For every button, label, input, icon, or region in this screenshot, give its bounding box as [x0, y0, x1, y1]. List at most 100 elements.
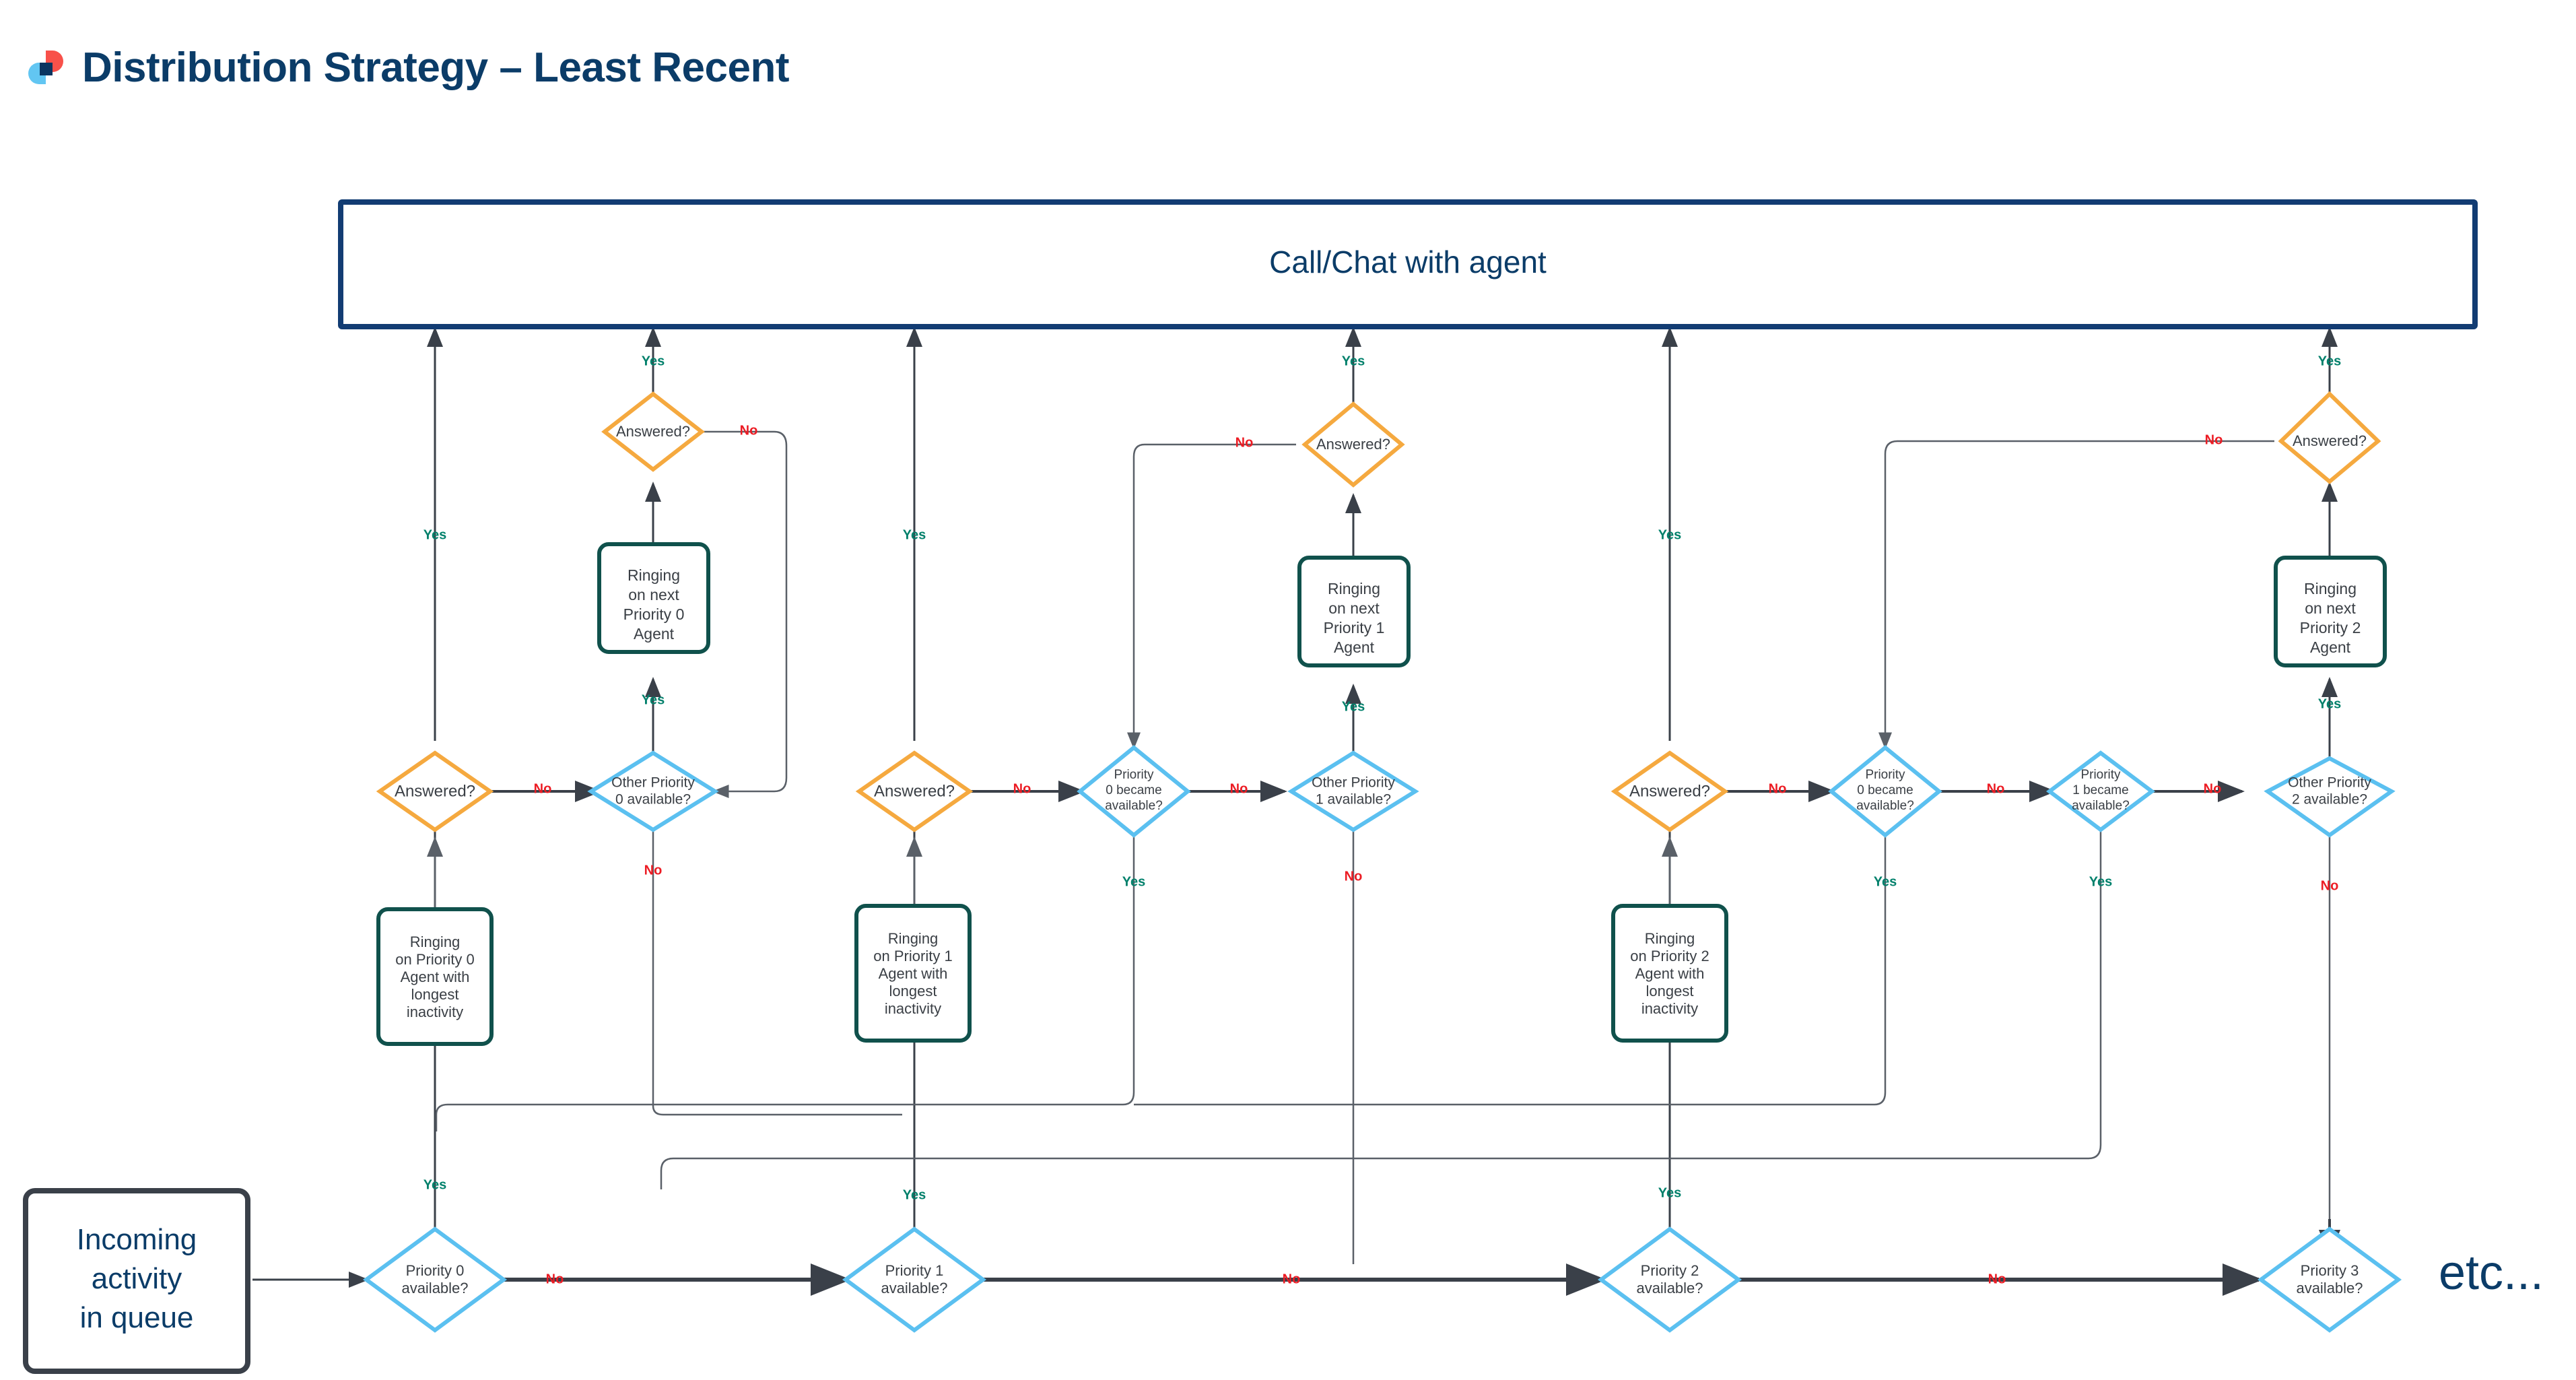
- edge-label-yes: Yes: [642, 692, 665, 707]
- edge-label-yes: Yes: [2089, 874, 2112, 889]
- node-priority-1-became-available[interactable]: Priority 1 became available?: [2046, 750, 2155, 832]
- edge-label-yes: Yes: [1874, 874, 1897, 889]
- node-label-line-4: longest: [411, 986, 459, 1003]
- node-label-line-3: available?: [1856, 799, 1914, 813]
- node-label: Answered?: [874, 782, 955, 800]
- node-label-line-1: Priority 3: [2301, 1262, 2359, 1279]
- connector-layer: [252, 327, 2340, 1296]
- edge-label-no: No: [2204, 781, 2222, 796]
- node-label-line-1: Ringing: [888, 930, 939, 947]
- node-label-line-4: longest: [1646, 983, 1694, 999]
- edge-label-no: No: [2321, 878, 2339, 893]
- edge-label-yes: Yes: [1342, 699, 1365, 714]
- node-ringing-next-priority-2-agent[interactable]: Ringing on next Priority 2 Agent: [2274, 556, 2387, 667]
- node-ringing-next-priority-1-agent[interactable]: Ringing on next Priority 1 Agent: [1297, 556, 1411, 667]
- node-label-line-2: 2 available?: [2292, 792, 2367, 808]
- edge-label-yes: Yes: [2318, 354, 2341, 368]
- node-ringing-priority-2-longest-inactivity[interactable]: Ringing on Priority 2 Agent with longest…: [1611, 904, 1728, 1043]
- node-priority-1-available[interactable]: Priority 1 available?: [842, 1226, 987, 1333]
- node-label-line-2: on next: [2305, 599, 2356, 617]
- edge-label-yes: Yes: [903, 1187, 926, 1202]
- edge-label-yes: Yes: [423, 527, 446, 542]
- node-label: Answered?: [1316, 436, 1390, 453]
- node-label: Answered?: [1629, 782, 1710, 800]
- edge-label-yes: Yes: [1122, 874, 1145, 889]
- edge-label-no: No: [1013, 781, 1031, 796]
- node-label-line-1: Priority: [2080, 768, 2121, 782]
- node-answered-next-priority-0[interactable]: Answered?: [601, 391, 705, 472]
- node-answered-priority-1[interactable]: Answered?: [855, 750, 974, 832]
- edge-label-no: No: [740, 423, 758, 438]
- node-answered-next-priority-2[interactable]: Answered?: [2278, 391, 2381, 484]
- node-label-line-2: 0 available?: [615, 792, 691, 808]
- start-box-line-2: activity: [92, 1262, 182, 1295]
- node-priority-0-became-available-2[interactable]: Priority 0 became available?: [1828, 745, 1942, 838]
- node-label-line-2: 0 became: [1857, 783, 1913, 797]
- node-answered-priority-0[interactable]: Answered?: [376, 750, 494, 832]
- node-label-line-2: 1 available?: [1316, 792, 1391, 808]
- node-label-line-4: Agent: [1334, 638, 1375, 656]
- node-label-line-2: available?: [881, 1280, 947, 1296]
- node-label-line-1: Priority: [1114, 768, 1154, 782]
- node-priority-0-became-available[interactable]: Priority 0 became available?: [1077, 745, 1191, 838]
- edge-label-yes: Yes: [1658, 527, 1681, 542]
- node-ringing-priority-1-longest-inactivity[interactable]: Ringing on Priority 1 Agent with longest…: [854, 904, 972, 1043]
- node-label-line-1: Priority: [1865, 768, 1905, 782]
- node-label-line-2: on next: [628, 586, 679, 603]
- node-label-line-1: Ringing: [1645, 930, 1695, 947]
- node-label-line-3: Agent with: [401, 968, 470, 985]
- node-label: Answered?: [2293, 432, 2367, 449]
- node-priority-2-available[interactable]: Priority 2 available?: [1597, 1226, 1742, 1333]
- top-box-call-chat-with-agent[interactable]: Call/Chat with agent: [338, 199, 2478, 329]
- edge-label-no: No: [1235, 435, 1254, 450]
- node-label-line-3: Priority 0: [623, 605, 685, 623]
- node-label-line-1: Priority 1: [885, 1262, 944, 1279]
- node-label-line-3: available?: [2072, 799, 2130, 813]
- edge-label-yes: Yes: [903, 527, 926, 542]
- edge-label-yes: Yes: [642, 354, 665, 368]
- node-label: Answered?: [616, 423, 690, 440]
- node-label-line-3: Priority 2: [2300, 619, 2361, 636]
- node-ringing-next-priority-0-agent[interactable]: Ringing on next Priority 0 Agent: [597, 542, 710, 654]
- node-label-line-1: Other Priority: [1312, 775, 1395, 791]
- node-other-priority-0-available[interactable]: Other Priority 0 available?: [587, 750, 719, 832]
- node-label: Answered?: [395, 782, 475, 800]
- edge-label-no: No: [1988, 1272, 2006, 1286]
- node-label-line-1: Priority 0: [406, 1262, 465, 1279]
- node-label-line-3: available?: [1105, 799, 1163, 813]
- node-label-line-2: available?: [1636, 1280, 1703, 1296]
- node-label-line-3: Priority 1: [1324, 619, 1385, 636]
- top-box-label: Call/Chat with agent: [1269, 244, 1547, 280]
- node-label-line-4: Agent: [634, 625, 675, 643]
- node-other-priority-1-available[interactable]: Other Priority 1 available?: [1287, 750, 1419, 832]
- node-other-priority-2-available[interactable]: Other Priority 2 available?: [2264, 756, 2396, 838]
- node-label-line-2: on Priority 2: [1630, 948, 1709, 964]
- node-label-line-1: Other Priority: [611, 775, 695, 791]
- edge-label-no: No: [1769, 781, 1787, 796]
- edge-label-yes: Yes: [2318, 696, 2341, 711]
- page-header: Distribution Strategy – Least Recent: [0, 0, 2576, 135]
- node-label-line-1: Priority 2: [1641, 1262, 1699, 1279]
- edge-label-yes: Yes: [423, 1177, 446, 1192]
- start-box-incoming-activity[interactable]: Incoming activity in queue: [23, 1188, 250, 1374]
- edge-label-no: No: [644, 863, 663, 878]
- node-label-line-5: inactivity: [407, 1004, 463, 1020]
- app-logo-icon: [28, 46, 63, 88]
- node-answered-priority-2[interactable]: Answered?: [1611, 750, 1729, 832]
- node-label-line-1: Ringing: [410, 933, 461, 950]
- node-label-line-2: 1 became: [2072, 783, 2128, 797]
- node-answered-next-priority-1[interactable]: Answered?: [1301, 401, 1405, 488]
- edge-label-yes: Yes: [1658, 1185, 1681, 1200]
- node-label-line-2: available?: [401, 1280, 468, 1296]
- node-label-line-2: available?: [2296, 1280, 2363, 1296]
- node-priority-3-available[interactable]: Priority 3 available?: [2257, 1226, 2402, 1333]
- edge-label-layer: Yes Yes Yes Yes Yes Yes Yes Yes Yes Yes …: [423, 354, 2341, 1286]
- node-label-line-4: longest: [889, 983, 937, 999]
- node-label-line-1: Other Priority: [2288, 775, 2371, 791]
- node-priority-0-available[interactable]: Priority 0 available?: [362, 1226, 508, 1333]
- edge-label-no: No: [1987, 781, 2005, 796]
- edge-label-no: No: [534, 781, 552, 796]
- node-ringing-priority-0-longest-inactivity[interactable]: Ringing on Priority 0 Agent with longest…: [376, 907, 494, 1046]
